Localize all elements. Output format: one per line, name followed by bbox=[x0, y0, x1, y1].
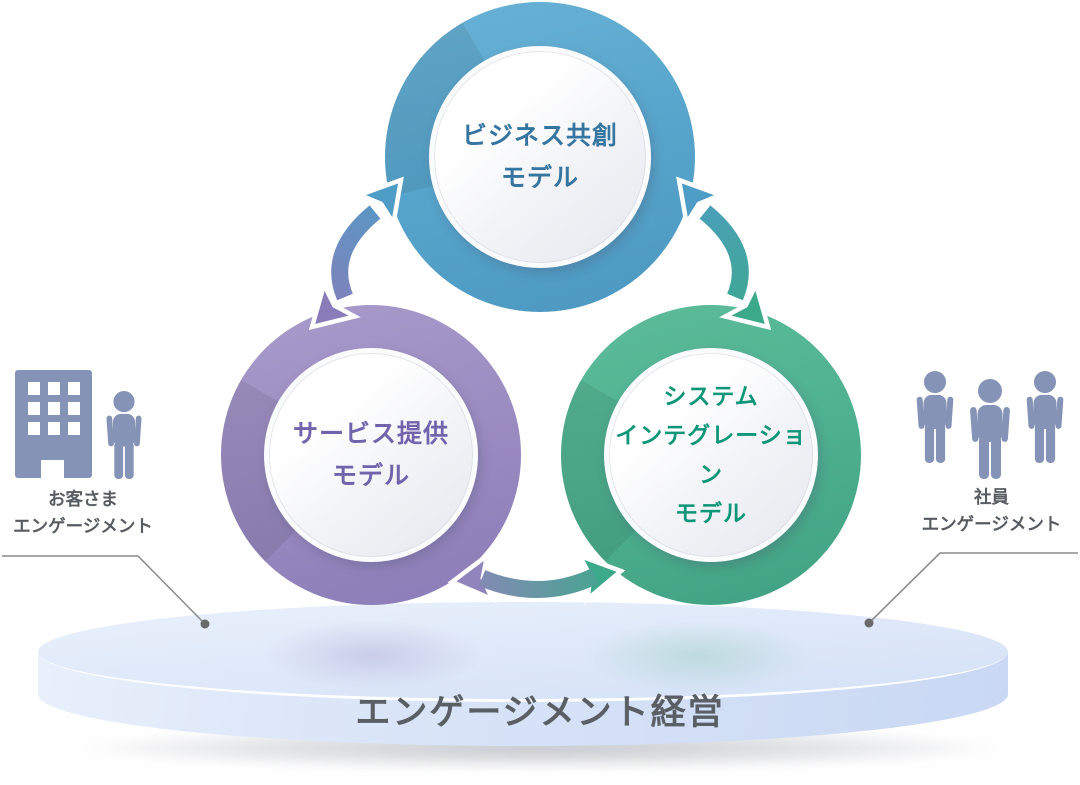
person-icon bbox=[106, 391, 142, 479]
platform-label: エンゲージメント経営 bbox=[355, 693, 725, 732]
service-model-label-line1: サービス提供 bbox=[292, 420, 449, 448]
service-model-inner-circle: サービス提供 モデル bbox=[264, 348, 478, 562]
business-model-inner-circle: ビジネス共創 モデル bbox=[429, 46, 651, 268]
service-model-circle: サービス提供 モデル bbox=[221, 305, 521, 605]
employee-engagement-label-line1: 社員 bbox=[974, 487, 1009, 507]
employee-connector-line bbox=[864, 552, 1078, 628]
customer-engagement-label: お客さま エンゲージメント bbox=[0, 486, 166, 540]
system-integration-model-label: システム インテグレーション モデル bbox=[609, 377, 813, 533]
employee-engagement-label-line2: エンゲージメント bbox=[921, 514, 1062, 534]
platform-reflection-purple bbox=[263, 620, 483, 690]
building-icon bbox=[15, 370, 92, 478]
system-integration-model-circle: システム インテグレーション モデル bbox=[561, 305, 861, 605]
service-model-label: サービス提供 モデル bbox=[293, 413, 449, 497]
si-model-label-line1: システム bbox=[663, 383, 759, 409]
business-model-label-line1: ビジネス共創 bbox=[461, 122, 618, 150]
employee-engagement-label: 社員 エンゲージメント bbox=[903, 484, 1080, 538]
si-model-label-line3: モデル bbox=[675, 500, 747, 526]
customer-engagement-label-line2: エンゲージメント bbox=[13, 516, 153, 536]
business-model-label: ビジネス共創 モデル bbox=[462, 115, 618, 199]
business-model-label-line2: モデル bbox=[500, 164, 579, 192]
si-model-label-line2: インテグレーション bbox=[615, 422, 807, 487]
system-integration-model-inner-circle: システム インテグレーション モデル bbox=[604, 348, 818, 562]
platform-reflection-green bbox=[583, 620, 813, 692]
business-model-circle: ビジネス共創 モデル bbox=[385, 2, 695, 312]
people-icon bbox=[916, 371, 1064, 479]
customer-engagement-label-line1: お客さま bbox=[48, 489, 118, 509]
service-model-label-line2: モデル bbox=[331, 462, 410, 490]
